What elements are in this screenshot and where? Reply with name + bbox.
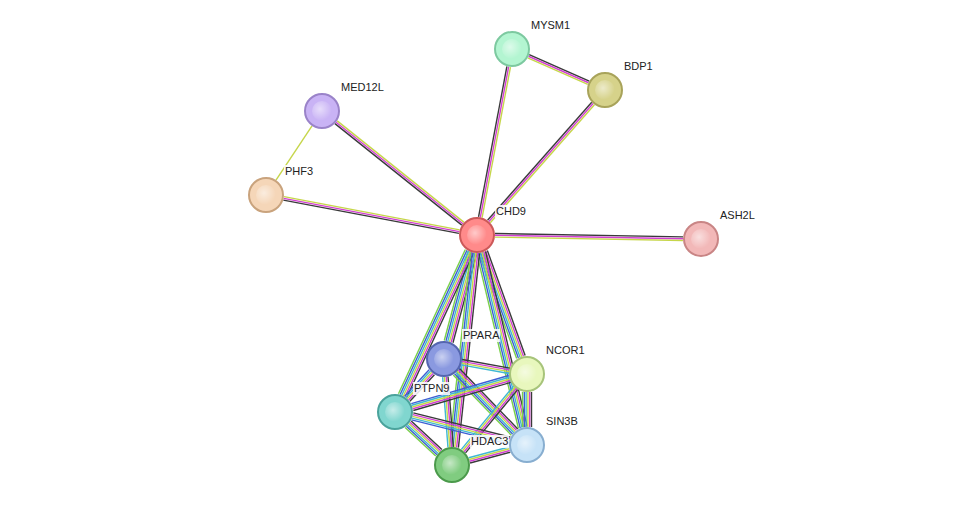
- evidence-line: [462, 363, 510, 372]
- node-label: PPARA: [462, 329, 500, 342]
- node-highlight: [434, 349, 454, 369]
- evidence-line: [469, 447, 509, 458]
- evidence-line: [529, 392, 530, 427]
- evidence-line: [409, 424, 440, 452]
- evidence-line: [488, 102, 592, 220]
- node-highlight: [517, 435, 537, 455]
- evidence-line: [464, 388, 516, 451]
- evidence-line: [528, 56, 588, 82]
- protein-node: ASH2L: [683, 221, 719, 257]
- evidence-line: [531, 392, 532, 427]
- interaction-edge: [411, 376, 510, 411]
- protein-node: BDP1: [587, 72, 623, 108]
- evidence-line: [405, 428, 436, 456]
- node-label: MED12L: [340, 81, 385, 94]
- node-highlight: [502, 39, 522, 59]
- node-highlight: [691, 229, 711, 249]
- protein-node: PTPN9: [377, 394, 413, 430]
- node-highlight: [517, 364, 537, 384]
- interaction-edge: [405, 421, 442, 456]
- interaction-edge: [461, 360, 510, 374]
- node-label: ASH2L: [719, 209, 756, 222]
- evidence-line: [336, 122, 463, 224]
- node-highlight: [312, 101, 332, 121]
- interaction-edge: [461, 386, 517, 453]
- node-highlight: [467, 225, 487, 245]
- evidence-line: [413, 413, 510, 437]
- evidence-line: [337, 121, 464, 223]
- evidence-line: [283, 200, 459, 233]
- protein-node: PHF3: [248, 177, 284, 213]
- interaction-edge: [479, 66, 511, 217]
- evidence-line: [489, 103, 593, 221]
- evidence-line: [469, 449, 509, 460]
- interaction-edge: [488, 102, 595, 222]
- node-label: BDP1: [623, 60, 654, 73]
- evidence-line: [412, 379, 509, 407]
- evidence-line: [461, 365, 509, 374]
- evidence-line: [528, 58, 588, 84]
- interaction-edge: [495, 234, 683, 241]
- protein-node: NCOR1: [509, 356, 545, 392]
- protein-node: SIN3B: [509, 427, 545, 463]
- evidence-line: [482, 67, 510, 218]
- node-label: PHF3: [284, 165, 314, 178]
- evidence-line: [405, 252, 472, 396]
- evidence-line: [495, 237, 683, 240]
- evidence-line: [413, 381, 510, 409]
- node-label: SIN3B: [545, 415, 579, 428]
- node-label: HDAC3: [470, 435, 509, 448]
- interaction-edge: [283, 197, 459, 234]
- evidence-line: [479, 66, 507, 217]
- node-highlight: [385, 402, 405, 422]
- interaction-edge: [469, 447, 511, 463]
- evidence-line: [527, 392, 528, 427]
- node-label: CHD9: [495, 205, 527, 218]
- evidence-line: [408, 425, 439, 453]
- interaction-edge: [523, 392, 532, 427]
- evidence-line: [398, 249, 465, 393]
- evidence-line: [463, 387, 515, 450]
- node-highlight: [595, 80, 615, 100]
- evidence-line: [524, 392, 525, 427]
- evidence-line: [522, 392, 523, 427]
- evidence-line: [529, 55, 589, 81]
- node-highlight: [442, 455, 462, 475]
- protein-node: HDAC3: [434, 447, 470, 483]
- evidence-line: [411, 376, 508, 404]
- evidence-line: [284, 198, 460, 231]
- evidence-line: [284, 197, 460, 230]
- node-label: MYSM1: [530, 19, 571, 32]
- evidence-line: [480, 67, 508, 218]
- node-highlight: [256, 185, 276, 205]
- protein-node: PPARA: [426, 341, 462, 377]
- node-label: NCOR1: [545, 344, 586, 357]
- interaction-edge: [528, 55, 590, 85]
- evidence-line: [461, 386, 513, 449]
- evidence-line: [412, 377, 509, 405]
- protein-node: MED12L: [304, 93, 340, 129]
- evidence-line: [525, 392, 526, 427]
- evidence-line: [406, 426, 437, 454]
- node-label: PTPN9: [413, 382, 450, 395]
- evidence-line: [490, 105, 594, 223]
- protein-node: MYSM1: [494, 31, 530, 67]
- protein-node: CHD9: [459, 217, 495, 253]
